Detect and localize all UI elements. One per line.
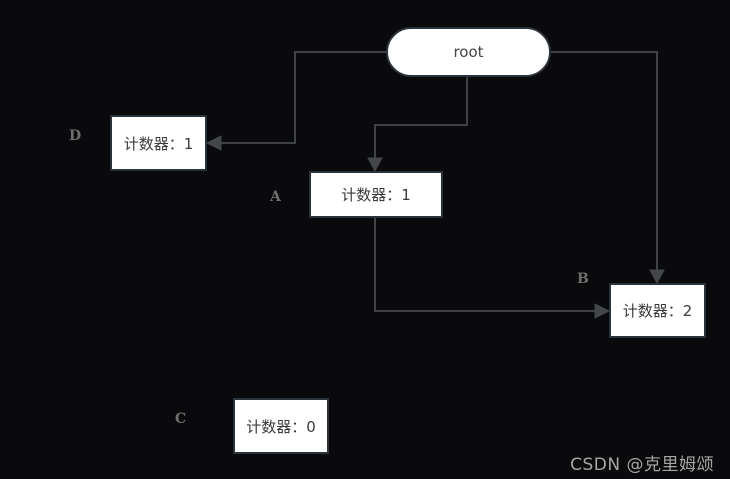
node-counter-b-label: 计数器：2: [622, 302, 693, 320]
node-root: root: [386, 27, 551, 77]
arrowhead-down-icon: [367, 157, 383, 173]
node-counter-a-label: 计数器：1: [341, 186, 411, 204]
node-tag-a: A: [270, 189, 281, 205]
edge-root-to-a: [367, 77, 468, 173]
arrowhead-left-icon: [205, 135, 222, 151]
node-counter-d: 计数器：1: [110, 115, 207, 171]
edge-root-to-b: [551, 51, 665, 285]
edge-root-to-d: [205, 51, 388, 151]
node-root-label: root: [453, 43, 484, 61]
edge-a-to-b: [374, 218, 611, 319]
arrowhead-down-icon: [649, 269, 665, 285]
watermark: CSDN @克里姆颂: [570, 455, 714, 475]
node-tag-d: D: [69, 128, 82, 144]
node-counter-c-label: 计数器：0: [246, 417, 316, 436]
node-tag-b: B: [577, 271, 589, 287]
arrowhead-right-icon: [594, 303, 611, 319]
node-tag-c: C: [175, 411, 187, 427]
node-counter-a: 计数器：1: [309, 171, 443, 218]
node-counter-d-label: 计数器：1: [123, 134, 194, 153]
node-counter-b: 计数器：2: [609, 283, 706, 338]
node-counter-c: 计数器：0: [233, 398, 329, 454]
